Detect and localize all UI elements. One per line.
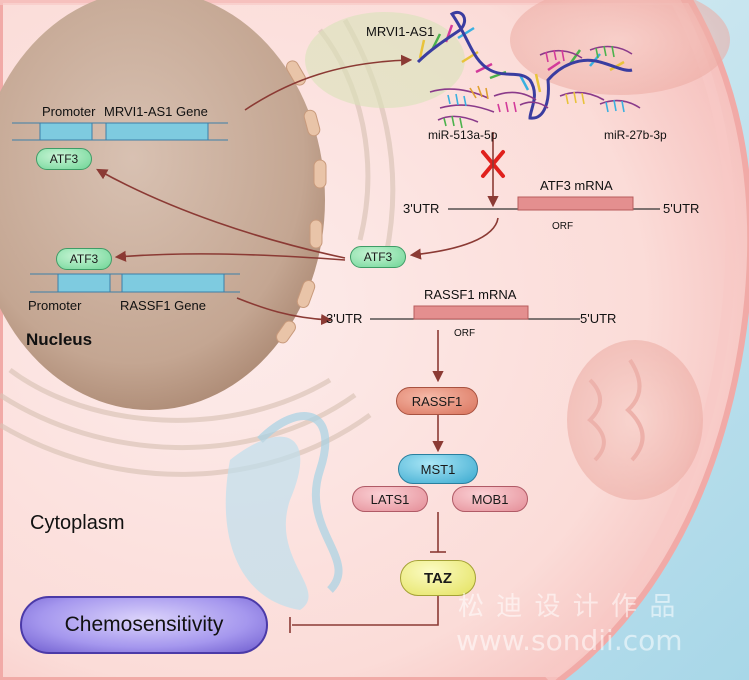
utr5-label-a: 5'UTR — [663, 201, 700, 216]
nuclear-pores — [276, 60, 327, 344]
lats1-protein: LATS1 — [352, 486, 428, 512]
mob1-protein: MOB1 — [452, 486, 528, 512]
atf3-mrna — [448, 196, 660, 211]
orf-label-a: ORF — [552, 221, 574, 232]
promoter-label-1: Promoter — [42, 104, 96, 119]
rassf1-gene — [30, 273, 240, 293]
mitochondrion-top — [305, 12, 465, 108]
mirna-cluster — [429, 45, 641, 129]
mir27-label: miR-27b-3p — [604, 128, 667, 142]
rassf1-protein: RASSF1 — [396, 387, 478, 415]
utr3-label-b: 3'UTR — [326, 311, 363, 326]
rassf1-mrna — [370, 305, 580, 320]
watermark-url: www.sondii.com — [456, 624, 683, 657]
rassf1-mrna-label: RASSF1 mRNA — [424, 287, 517, 302]
atf3-protein-cytoplasm: ATF3 — [350, 246, 406, 268]
nucleus-body — [0, 0, 325, 410]
golgi-apparatus — [225, 412, 343, 610]
cytoplasm-label: Cytoplasm — [30, 512, 125, 534]
rassf1-gene-label: RASSF1 Gene — [120, 298, 206, 313]
mrvi1-as1-gene — [12, 122, 228, 141]
mrvi1-gene-label: MRVI1-AS1 Gene — [104, 104, 208, 119]
mir513-label: miR-513a-5p — [428, 128, 498, 142]
orf-label-b: ORF — [454, 328, 476, 339]
chemosensitivity-outcome: Chemosensitivity — [20, 596, 268, 654]
atf3-mrna-label: ATF3 mRNA — [540, 178, 613, 193]
atf3-protein-nuclear-1: ATF3 — [36, 148, 92, 170]
lncrna-label: MRVI1-AS1 — [366, 24, 435, 39]
watermark-chinese: 松 迪 设 计 作 品 — [458, 592, 678, 622]
lncrna-mrvi1-as1-strand — [416, 11, 633, 120]
taz-protein: TAZ — [400, 560, 476, 596]
nucleus-label: Nucleus — [26, 330, 93, 349]
pathway-arrows — [96, 54, 499, 633]
utr3-label-a: 3'UTR — [403, 201, 440, 216]
utr5-label-b: 5'UTR — [580, 311, 617, 326]
mitochondrion-right — [567, 340, 703, 500]
promoter-label-2: Promoter — [28, 298, 82, 313]
mst1-protein: MST1 — [398, 454, 478, 484]
atf3-protein-nuclear-2: ATF3 — [56, 248, 112, 270]
